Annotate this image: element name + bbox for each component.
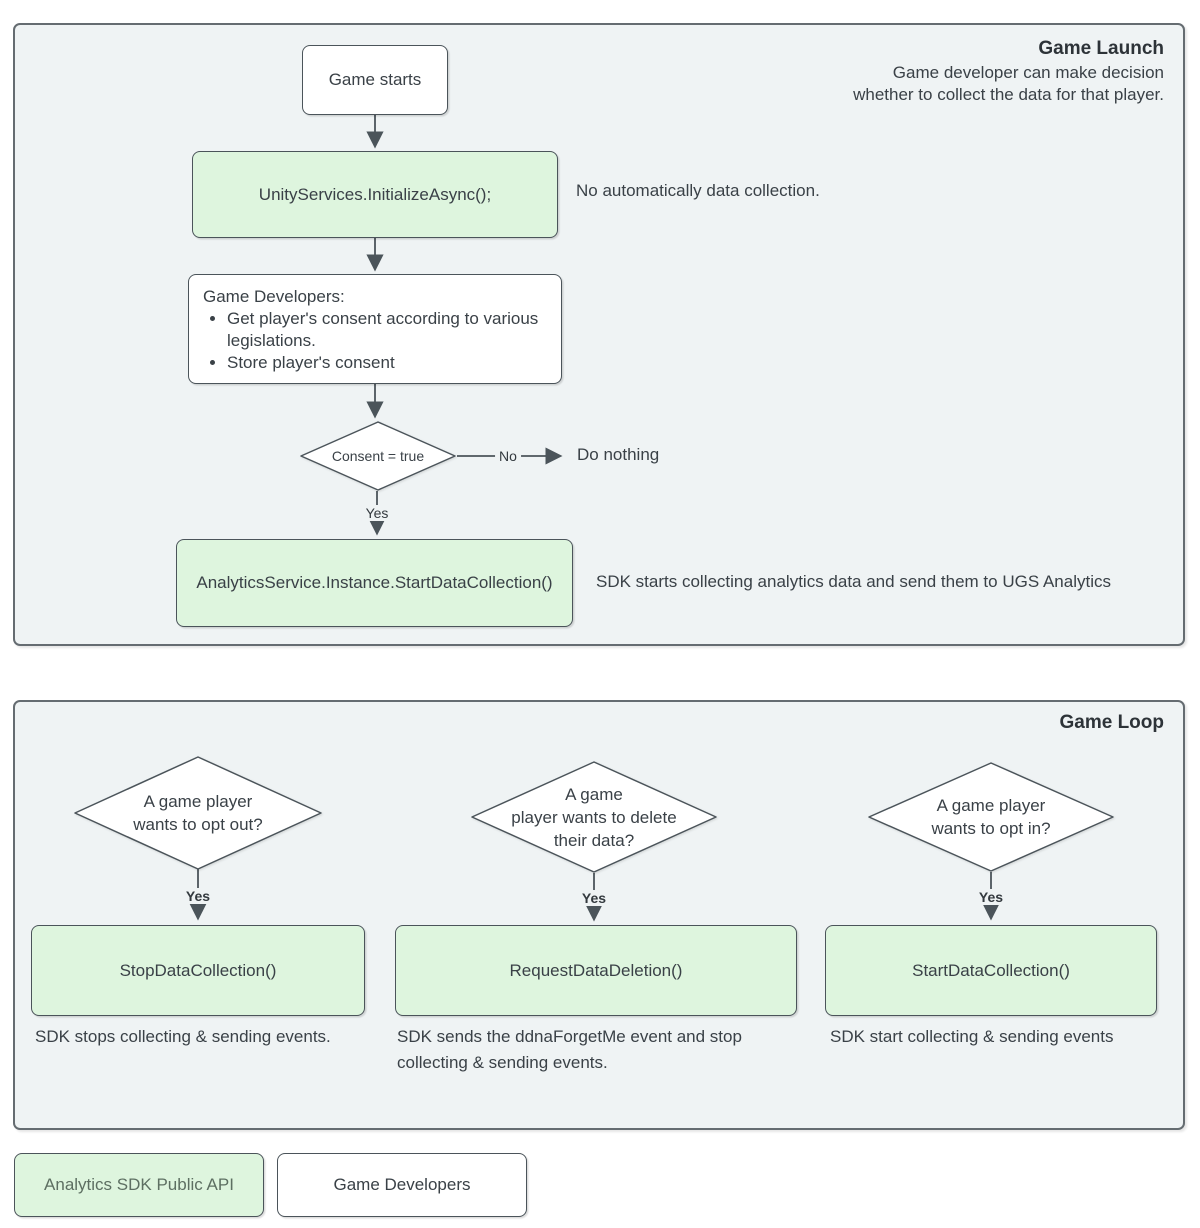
node-request-data-deletion: RequestDataDeletion() [395, 925, 797, 1016]
game-loop-header: Game Loop [1059, 710, 1164, 736]
diamond-opt-in-label: A game player wants to opt in? [931, 794, 1050, 840]
desc-start-data-collection: SDK start collecting & sending events [830, 1027, 1114, 1046]
node-stop-data-collection-label: StopDataCollection() [119, 960, 277, 980]
desc-request-data-deletion: SDK sends the ddnaForgetMe event and sto… [397, 1027, 742, 1072]
diamond-delete-line2: player wants to delete [511, 807, 677, 827]
annotation-sdk-starts-collecting: SDK starts collecting analytics data and… [596, 572, 1111, 591]
diamond-delete-line3: their data? [553, 830, 635, 850]
game-launch-subtitle-line2: whether to collect the data for that pla… [853, 85, 1164, 104]
edge-label-no: No [495, 448, 521, 464]
legend-game-developers-label: Game Developers [333, 1175, 471, 1194]
node-game-starts-label: Game starts [328, 70, 422, 89]
text-do-nothing: Do nothing [577, 445, 660, 464]
edge-label-yes-opt-in: Yes [974, 889, 1008, 905]
node-stop-data-collection: StopDataCollection() [31, 925, 365, 1016]
node-start-data-collection-loop: StartDataCollection() [825, 925, 1157, 1016]
diamond-opt-in-line2: wants to opt in? [931, 819, 1051, 838]
node-request-data-deletion-label: RequestDataDeletion() [509, 960, 683, 980]
node-initialize-async-label: UnityServices.InitializeAsync(); [258, 184, 492, 204]
diamond-opt-out-shape [74, 756, 322, 870]
legend-analytics-sdk-public-api: Analytics SDK Public API [14, 1153, 264, 1217]
diamond-consent: Consent = true [299, 421, 457, 491]
legend-analytics-sdk-label: Analytics SDK Public API [44, 1175, 234, 1194]
diamond-opt-out-label: A game player wants to opt out? [133, 790, 262, 836]
edge-label-yes-launch: Yes [361, 505, 393, 521]
desc-stop-data-collection: SDK stops collecting & sending events. [35, 1027, 331, 1046]
annotation-no-auto-collection: No automatically data collection. [576, 181, 820, 200]
diamond-consent-label: Consent = true [331, 448, 425, 464]
diamond-opt-out-line2: wants to opt out? [133, 815, 263, 834]
diamond-opt-out: A game player wants to opt out? [73, 756, 323, 870]
edge-label-yes-opt-out: Yes [181, 888, 215, 904]
diamond-opt-out-line1: A game player [143, 792, 253, 811]
diamond-opt-in-shape [868, 762, 1114, 872]
game-launch-title: Game Launch [1038, 38, 1164, 59]
game-developers-bullet-list: Get player's consent according to variou… [203, 308, 547, 374]
node-game-starts: Game starts [302, 45, 448, 115]
diamond-delete-line1: A game [565, 784, 623, 804]
game-loop-title: Game Loop [1059, 712, 1164, 733]
node-start-data-collection: AnalyticsService.Instance.StartDataColle… [176, 539, 573, 627]
diamond-opt-in-line1: A game player [936, 796, 1046, 815]
edge-label-yes-delete: Yes [577, 890, 611, 906]
diamond-delete-data-label: A game player wants to delete their data… [511, 783, 676, 852]
diamond-delete-data: A game player wants to delete their data… [470, 761, 718, 873]
node-game-developers: Game Developers: Get player's consent ac… [188, 274, 562, 384]
game-developers-bullet: Get player's consent according to variou… [227, 308, 547, 352]
game-developers-title: Game Developers: [203, 287, 345, 306]
node-start-data-collection-loop-label: StartDataCollection() [912, 960, 1070, 980]
node-start-data-collection-label: AnalyticsService.Instance.StartDataColle… [196, 573, 553, 592]
game-developers-bullet: Store player's consent [227, 352, 547, 374]
diamond-delete-data-shape [471, 761, 717, 873]
node-initialize-async: UnityServices.InitializeAsync(); [192, 151, 558, 238]
diamond-consent-shape [300, 421, 456, 491]
game-launch-subtitle-line1: Game developer can make decision [892, 63, 1164, 82]
game-launch-header: Game Launch Game developer can make deci… [853, 36, 1164, 106]
diamond-opt-in: A game player wants to opt in? [867, 762, 1115, 872]
legend-game-developers: Game Developers [277, 1153, 527, 1217]
